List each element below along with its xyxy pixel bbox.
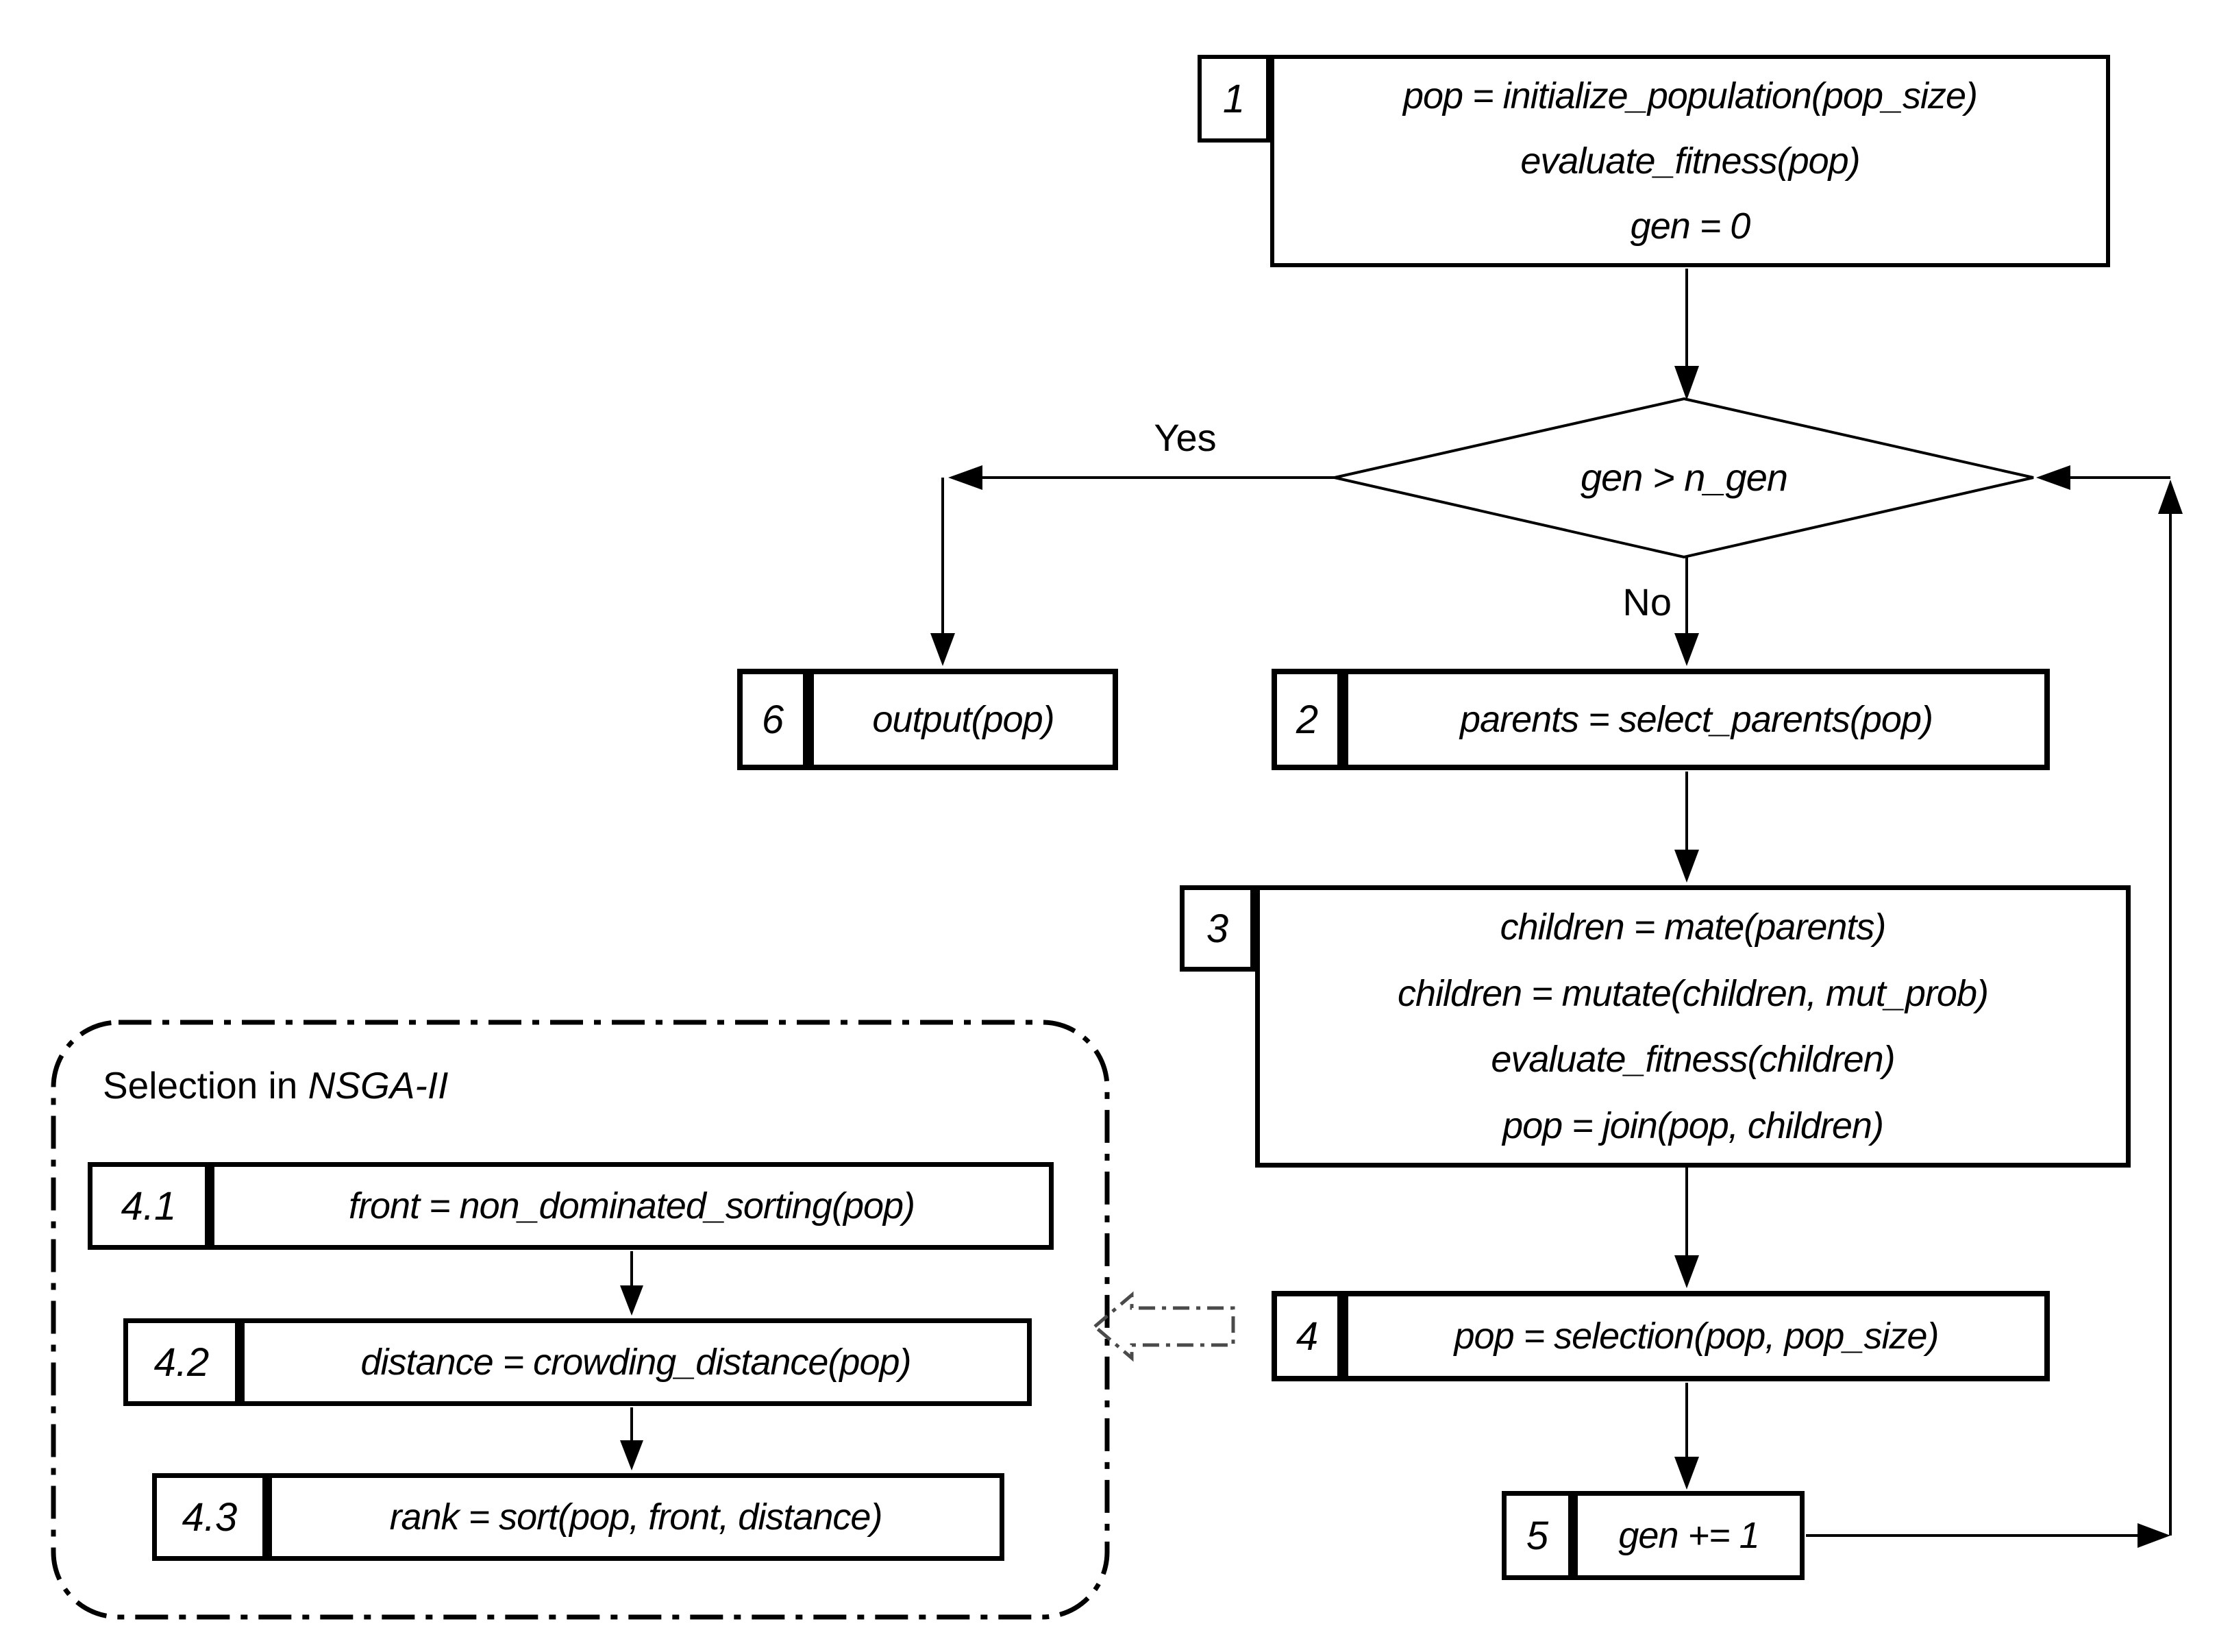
branch-yes-down-arrowhead — [930, 633, 955, 666]
arrow-step3-to-step4-head — [1674, 1255, 1699, 1288]
step-4-id-box: 4 — [1272, 1291, 1343, 1381]
step-2-id-box: 2 — [1272, 669, 1343, 770]
arrow-step1-to-decision-head — [1674, 366, 1699, 400]
step-4-2-box: distance = crowding_distance(pop) — [240, 1318, 1032, 1406]
step-5-line: gen += 1 — [1618, 1515, 1759, 1556]
step-1-line: evaluate_fitness(pop) — [1520, 140, 1860, 182]
step-3-line: pop = join(pop, children) — [1502, 1105, 1884, 1146]
branch-no-arrowhead — [1674, 633, 1699, 666]
step-1-number: 1 — [1222, 76, 1246, 121]
step-4-3-number: 4.3 — [182, 1494, 238, 1540]
step-5-box: gen += 1 — [1573, 1491, 1805, 1580]
loop-right-arrowhead — [2138, 1523, 2170, 1548]
decision-diamond-shape — [1334, 397, 2034, 559]
loop-into-decision-arrowhead — [2036, 465, 2070, 490]
step-6-box: output(pop) — [808, 669, 1118, 770]
step-1-box: pop = initialize_population(pop_size) ev… — [1270, 55, 2110, 267]
decision-condition-label: gen > n_gen — [1581, 456, 1788, 499]
step-4-2-line: distance = crowding_distance(pop) — [360, 1342, 912, 1383]
step-2-box: parents = select_parents(pop) — [1343, 669, 2050, 770]
step-3-line: children = mate(parents) — [1500, 907, 1887, 948]
step-4-box: pop = selection(pop, pop_size) — [1343, 1291, 2050, 1381]
arrow-step2-to-step3-head — [1674, 850, 1699, 883]
nsga-group-title-emphasis: NSGA-II — [308, 1064, 449, 1107]
nsga-group-outline — [51, 1020, 1110, 1620]
step-5-id-box: 5 — [1502, 1491, 1573, 1580]
loop-up-arrowhead — [2158, 480, 2183, 514]
step-4-1-id-box: 4.1 — [88, 1162, 210, 1250]
step-3-line: children = mutate(children, mut_prob) — [1398, 972, 1989, 1014]
step-2-number: 2 — [1296, 697, 1319, 742]
nsga-group-title-prefix: Selection in — [103, 1064, 308, 1107]
callout-block-arrow — [1092, 1291, 1235, 1362]
step-1-line: gen = 0 — [1630, 206, 1751, 247]
step-5-number: 5 — [1526, 1513, 1549, 1558]
step-3-line: evaluate_fitness(children) — [1491, 1039, 1895, 1081]
step-3-number: 3 — [1206, 906, 1229, 951]
step-3-box: children = mate(parents) children = muta… — [1255, 885, 2131, 1168]
branch-label-yes: Yes — [1154, 416, 1217, 459]
step-1-line: pop = initialize_population(pop_size) — [1402, 75, 1978, 116]
step-4-2-id-box: 4.2 — [123, 1318, 240, 1406]
step-6-id-box: 6 — [737, 669, 808, 770]
branch-yes-left-arrowhead — [948, 465, 982, 490]
arrow-step4-to-step5-head — [1674, 1457, 1699, 1490]
step-4-1-line: front = non_dominated_sorting(pop) — [348, 1185, 915, 1226]
step-2-line: parents = select_parents(pop) — [1460, 699, 1933, 740]
step-4-3-box: rank = sort(pop, front, distance) — [267, 1473, 1004, 1561]
branch-label-no: No — [1622, 580, 1672, 624]
nsga-group-title: Selection in NSGA-II — [103, 1063, 448, 1107]
arrow-step41-to-step42-head — [620, 1285, 643, 1316]
step-6-line: output(pop) — [872, 699, 1054, 740]
step-4-1-box: front = non_dominated_sorting(pop) — [210, 1162, 1054, 1250]
step-4-number: 4 — [1296, 1314, 1319, 1359]
step-4-2-number: 4.2 — [153, 1340, 210, 1385]
arrow-step42-to-step43-head — [620, 1440, 643, 1470]
step-4-line: pop = selection(pop, pop_size) — [1454, 1316, 1940, 1357]
step-4-1-number: 4.1 — [121, 1183, 177, 1229]
step-4-3-id-box: 4.3 — [152, 1473, 267, 1561]
step-1-id-box: 1 — [1198, 55, 1270, 143]
step-3-id-box: 3 — [1180, 885, 1255, 972]
step-4-3-line: rank = sort(pop, front, distance) — [389, 1496, 883, 1538]
step-6-number: 6 — [761, 697, 784, 742]
